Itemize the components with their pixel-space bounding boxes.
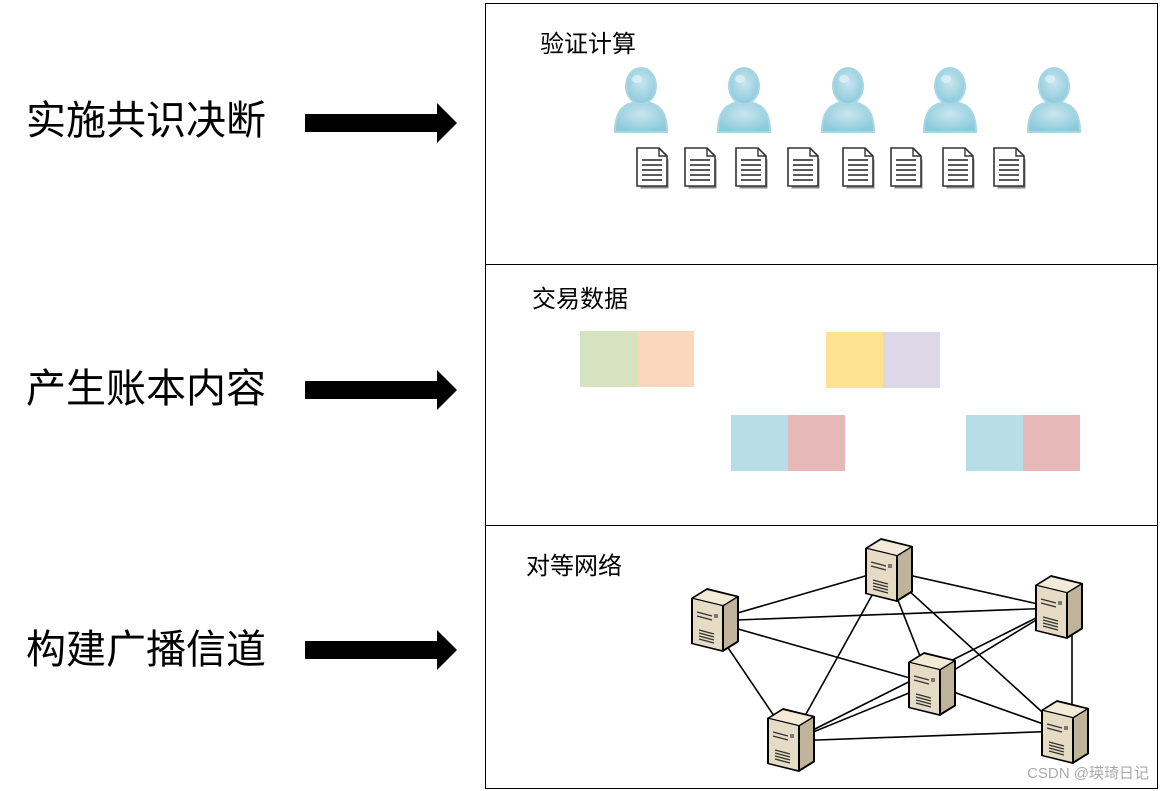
user-icon bbox=[612, 64, 670, 138]
arrow-broadcast bbox=[305, 630, 457, 670]
document-icon bbox=[993, 147, 1027, 193]
row-label-consensus: 实施共识决断 bbox=[26, 98, 266, 144]
transaction-block bbox=[826, 332, 940, 388]
transaction-block bbox=[580, 331, 694, 387]
transaction-block bbox=[731, 415, 845, 471]
row-label-broadcast: 构建广播信道 bbox=[26, 627, 266, 673]
watermark: CSDN @瑛琦日记 bbox=[1027, 765, 1149, 782]
user-icon bbox=[921, 64, 979, 138]
transaction-block-left bbox=[580, 331, 637, 387]
user-icon bbox=[1025, 64, 1083, 138]
document-icon bbox=[684, 147, 718, 193]
document-icon bbox=[636, 147, 670, 193]
server-icon bbox=[864, 536, 914, 608]
transaction-block bbox=[966, 415, 1080, 471]
consensus-panel: 验证计算 bbox=[485, 3, 1158, 266]
network-panel: 对等网络 bbox=[485, 525, 1158, 789]
transaction-block-left bbox=[826, 332, 883, 388]
panel-title-network: 对等网络 bbox=[526, 552, 622, 580]
transaction-block-right bbox=[883, 332, 940, 388]
document-icon bbox=[942, 147, 976, 193]
panel-title-consensus: 验证计算 bbox=[540, 30, 636, 58]
document-icon bbox=[787, 147, 821, 193]
document-icon bbox=[735, 147, 769, 193]
server-icon bbox=[766, 706, 816, 778]
transaction-block-left bbox=[731, 415, 788, 471]
document-icon bbox=[890, 147, 924, 193]
transaction-block-left bbox=[966, 415, 1023, 471]
document-icon bbox=[842, 147, 876, 193]
ledger-panel: 交易数据 bbox=[485, 264, 1158, 527]
user-icon bbox=[715, 64, 773, 138]
server-icon bbox=[907, 650, 957, 722]
transaction-block-right bbox=[1023, 415, 1080, 471]
server-icon bbox=[1034, 573, 1084, 645]
panel-title-ledger: 交易数据 bbox=[532, 285, 628, 313]
arrow-consensus bbox=[305, 103, 457, 143]
arrow-ledger bbox=[305, 370, 457, 410]
row-label-ledger: 产生账本内容 bbox=[26, 366, 266, 412]
user-icon bbox=[819, 64, 877, 138]
server-icon bbox=[690, 586, 740, 658]
server-icon bbox=[1040, 698, 1090, 770]
transaction-block-right bbox=[637, 331, 694, 387]
transaction-block-right bbox=[788, 415, 845, 471]
